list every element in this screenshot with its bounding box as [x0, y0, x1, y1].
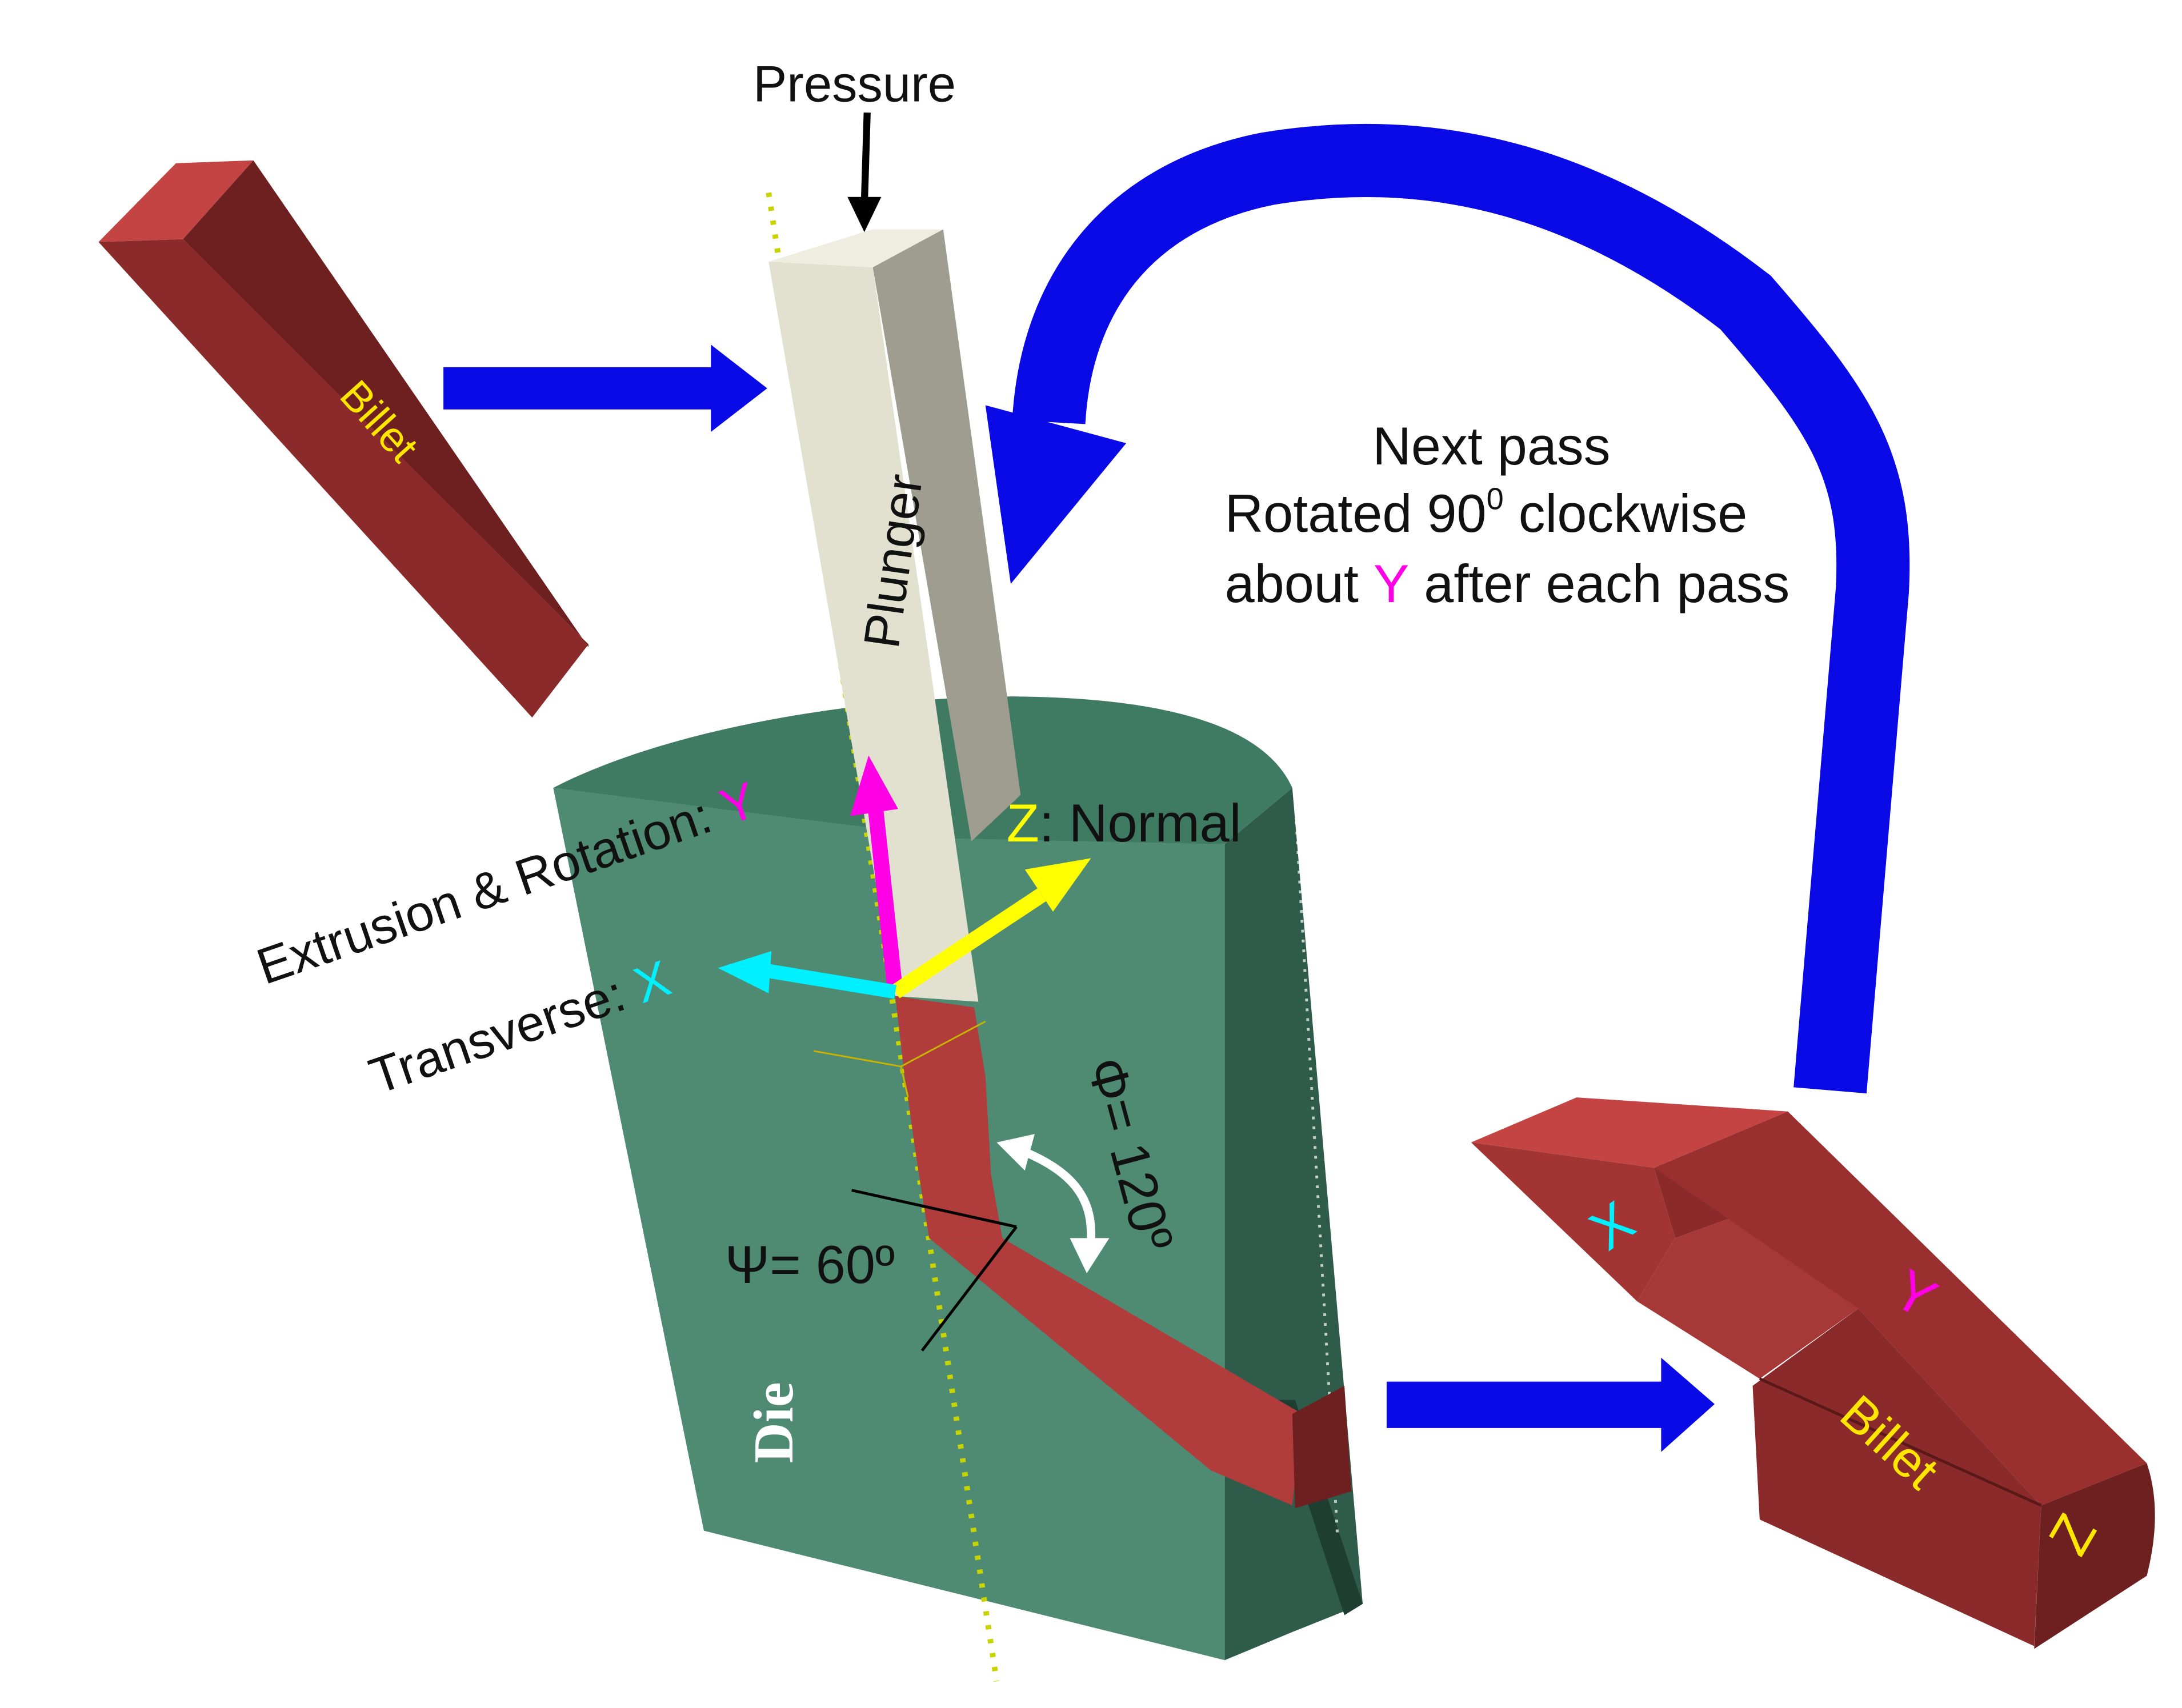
- next-pass-line2: Rotated 900 clockwise: [1225, 482, 1748, 543]
- die-channel-exit-end: [1292, 1385, 1352, 1509]
- normal-axis-label: Z: Normal: [1007, 793, 1242, 853]
- next-pass-line1: Next pass: [1372, 416, 1610, 476]
- next-pass-arrow: [985, 123, 1910, 1094]
- flow-arrow-left-shape: [443, 344, 767, 432]
- die-centerline: [766, 192, 1000, 1682]
- billet-left: Billet: [98, 160, 588, 718]
- next-pass-arrow-body: [1012, 123, 1910, 1094]
- axis-z-arrow: [891, 858, 1091, 999]
- billet-right-top-upper: [1471, 1097, 1788, 1168]
- billet-right-edge: [1759, 1377, 2042, 1507]
- pressure-label: Pressure: [753, 55, 956, 112]
- billet-left-front-face: [98, 239, 588, 718]
- local-axes-sketch: [813, 1020, 986, 1098]
- billet-right-step-top: [1637, 1213, 1859, 1379]
- plunger-top-face: [768, 229, 943, 267]
- flow-arrow-right-shape: [1386, 1357, 1715, 1452]
- die: Die: [553, 192, 1363, 1682]
- billet-right-end-face: [2034, 1463, 2155, 1649]
- die-channel-vertical: [895, 996, 1003, 1238]
- billet-right-top-main: [1654, 1111, 2147, 1506]
- phi-angle-arc: [1006, 1141, 1095, 1253]
- flow-arrow-left: [443, 344, 767, 432]
- psi-line-2: [920, 1226, 1018, 1352]
- next-pass-text: Next pass Rotated 900 clockwise about Y …: [1225, 416, 1790, 614]
- plunger: Plunger: [768, 229, 1021, 1002]
- phi-arrow-head-bottom: [1070, 1238, 1110, 1273]
- flow-arrow-right: [1386, 1357, 1715, 1452]
- plunger-front-face: [768, 262, 979, 1002]
- next-pass-line3: about Y after each pass: [1225, 554, 1790, 614]
- axis-y-arrow: [850, 755, 903, 993]
- psi-line-1: [851, 1189, 1017, 1229]
- billet-right-front-left: [1471, 1142, 1676, 1302]
- psi-angle-indicator: Ψ= 60º: [725, 1189, 1018, 1352]
- psi-angle-label: Ψ= 60º: [725, 1234, 895, 1294]
- billet-right: Billet X Y Z: [1471, 1097, 2155, 1649]
- die-front-face: [553, 788, 1225, 1661]
- pressure-arrow-shaft: [860, 112, 871, 205]
- phi-arrow-head-top: [996, 1134, 1035, 1171]
- pressure-arrow-head: [847, 197, 882, 232]
- billet-left-top-face: [98, 160, 254, 242]
- next-pass-arrow-head: [985, 405, 1127, 584]
- billet-left-side-face: [183, 160, 588, 647]
- die-side-face: [1224, 788, 1363, 1661]
- pressure-indicator: Pressure: [753, 55, 956, 232]
- axis-x-arrow: [718, 951, 897, 999]
- billet-right-front-main: [1752, 1308, 2041, 1646]
- die-channel-exit: [929, 1238, 1303, 1506]
- die-label: Die: [743, 1382, 805, 1463]
- plunger-side-face: [872, 229, 1021, 841]
